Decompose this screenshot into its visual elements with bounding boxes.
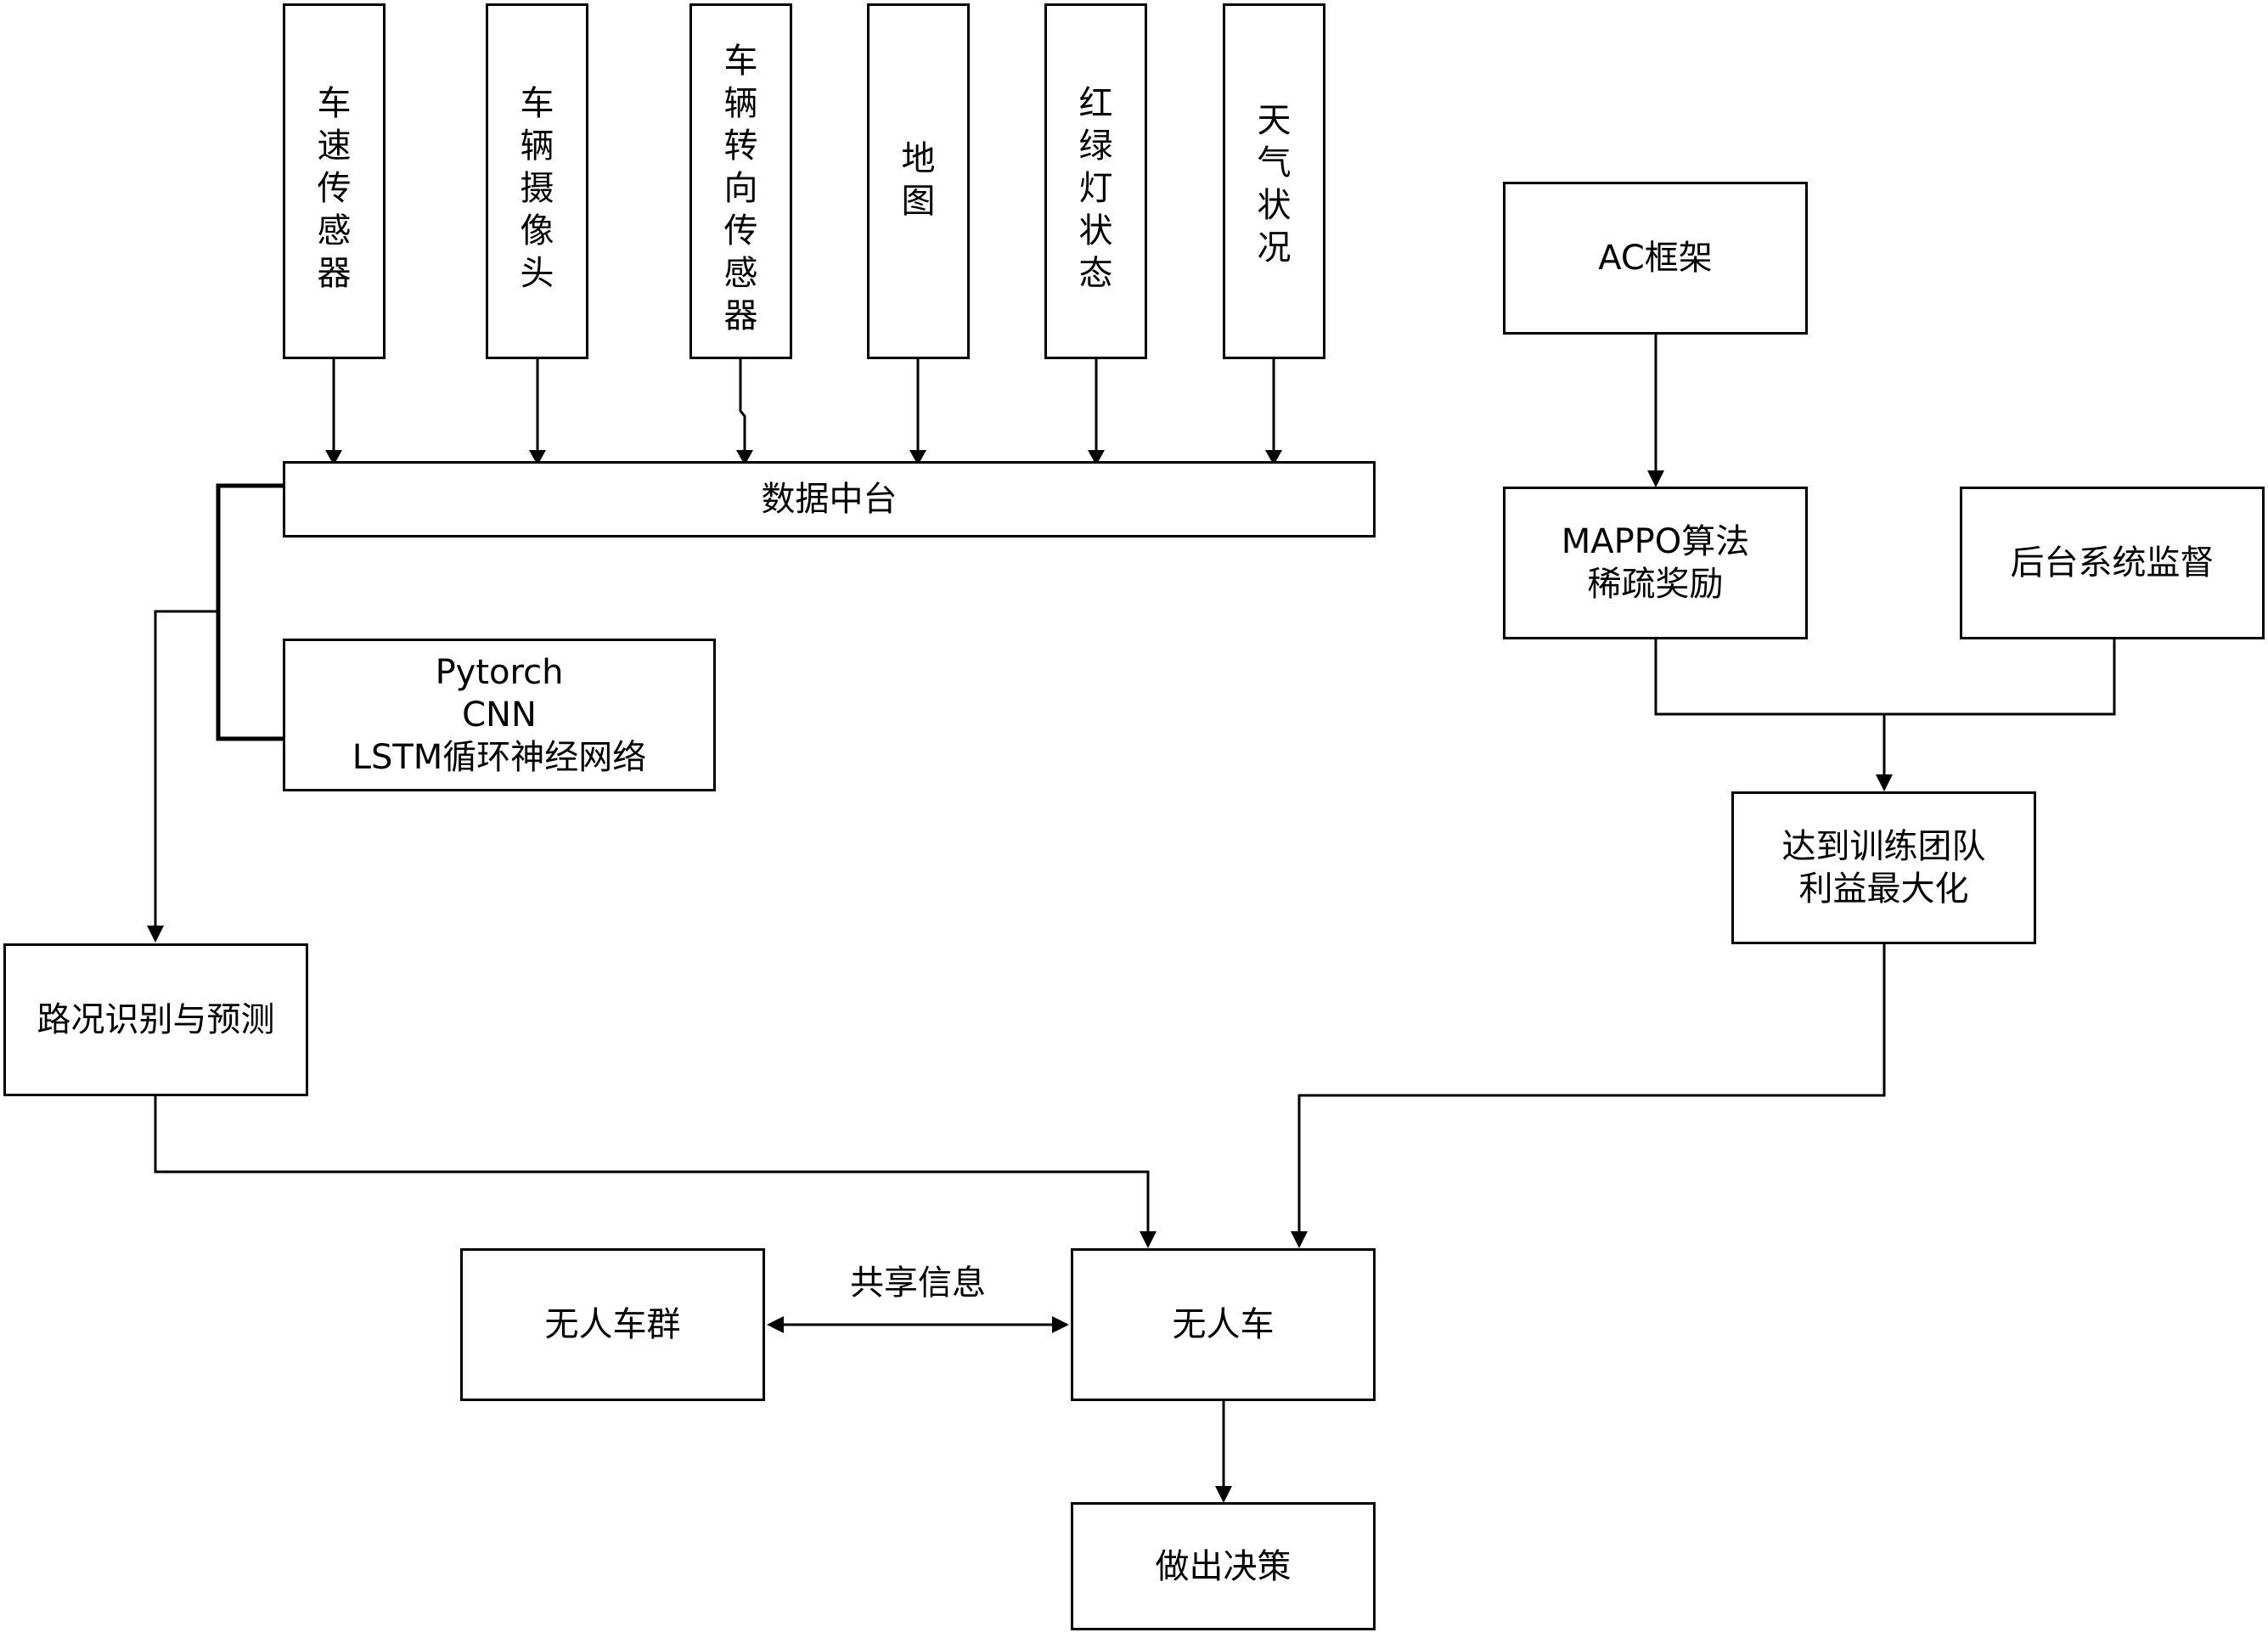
arrow-bracket-to-road — [154, 610, 218, 927]
backend-supervision-label: 后台系统监督 — [2010, 543, 2215, 583]
vehicle-camera-box: 车辆摄像头 — [486, 3, 588, 359]
bracket-platform-model — [216, 483, 283, 741]
traffic-light-label: 红绿灯状态 — [1078, 84, 1113, 293]
arrow-benefit-to-vehicle — [1297, 943, 1886, 1233]
mappo-label: MAPPO算法 稀疏奖励 — [1561, 522, 1750, 604]
vehicle-label: 无人车 — [1172, 1305, 1275, 1344]
steering-sensor-label: 车辆转向传感器 — [723, 42, 758, 335]
team-benefit-label: 达到训练团队 利益最大化 — [1781, 827, 1986, 909]
speed-sensor-label: 车速传感器 — [317, 84, 352, 293]
share-info-label: 共享信息 — [847, 1262, 989, 1304]
model-stack-box: Pytorch CNN LSTM循环神经网络 — [283, 639, 716, 791]
road-recognition-label: 路况识别与预测 — [37, 1000, 275, 1039]
weather-label: 天气状况 — [1257, 101, 1292, 267]
map-box: 地图 — [867, 3, 970, 359]
weather-box: 天气状况 — [1223, 3, 1325, 359]
model-stack-label: Pytorch CNN LSTM循环神经网络 — [352, 653, 647, 777]
fleet-box: 无人车群 — [460, 1248, 765, 1401]
decision-label: 做出决策 — [1155, 1546, 1292, 1586]
merge-mappo-backend — [1654, 639, 2116, 716]
arrow-steering-to-platform — [739, 358, 746, 453]
map-label: 地图 — [901, 139, 936, 221]
mappo-box: MAPPO算法 稀疏奖励 — [1503, 487, 1808, 639]
ac-framework-label: AC框架 — [1598, 239, 1713, 278]
road-recognition-box: 路况识别与预测 — [3, 943, 308, 1096]
backend-supervision-box: 后台系统监督 — [1960, 487, 2265, 639]
data-platform-box: 数据中台 — [283, 461, 1376, 538]
ac-framework-box: AC框架 — [1503, 182, 1808, 335]
team-benefit-box: 达到训练团队 利益最大化 — [1731, 791, 2036, 944]
fleet-label: 无人车群 — [544, 1305, 681, 1344]
vehicle-camera-label: 车辆摄像头 — [520, 84, 554, 293]
decision-box: 做出决策 — [1071, 1502, 1376, 1630]
speed-sensor-box: 车速传感器 — [283, 3, 386, 359]
vehicle-box: 无人车 — [1071, 1248, 1376, 1401]
steering-sensor-box: 车辆转向传感器 — [689, 3, 792, 359]
traffic-light-box: 红绿灯状态 — [1044, 3, 1147, 359]
arrow-road-to-vehicle — [154, 1095, 1150, 1233]
data-platform-label: 数据中台 — [761, 480, 898, 519]
